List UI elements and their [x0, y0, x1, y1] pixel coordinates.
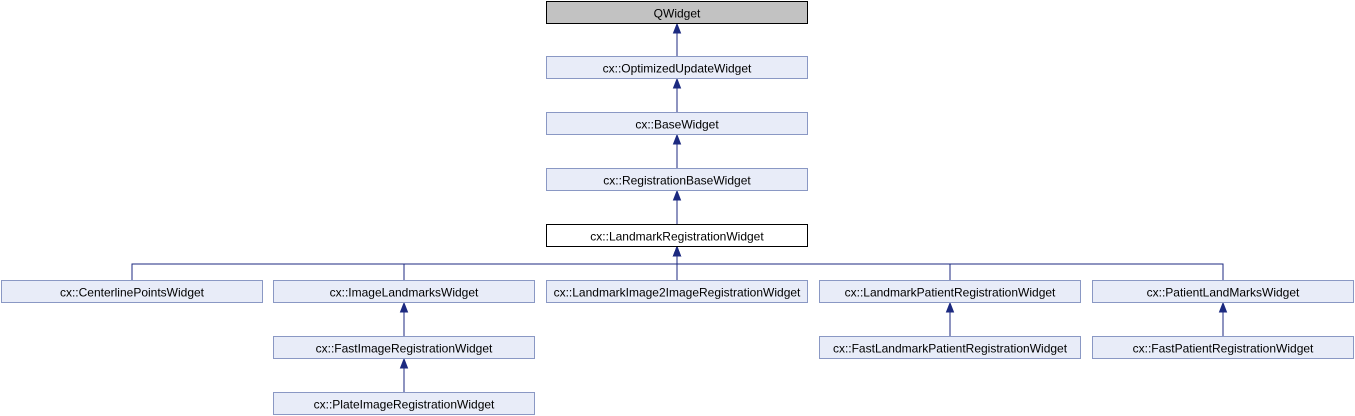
class-box	[546, 280, 808, 303]
arrowhead-icon	[672, 189, 682, 201]
class-box	[546, 168, 808, 191]
class-label: cx::FastLandmarkPatientRegistrationWidge…	[833, 342, 1068, 356]
class-label: cx::LandmarkRegistrationWidget	[590, 230, 764, 244]
class-node-imagelandmarks[interactable]: cx::ImageLandmarksWidget	[273, 280, 535, 303]
class-label: cx::CenterlinePointsWidget	[60, 286, 205, 300]
class-label: QWidget	[654, 7, 701, 21]
class-label: cx::PatientLandMarksWidget	[1147, 286, 1300, 300]
class-label: cx::RegistrationBaseWidget	[603, 174, 751, 188]
edge-line	[676, 256, 951, 280]
edge-regbase-to-base	[672, 133, 682, 168]
class-node-base[interactable]: cx::BaseWidget	[546, 112, 808, 135]
class-box	[819, 280, 1081, 303]
edge-optimized-to-qwidget	[672, 22, 682, 56]
class-node-optimized[interactable]: cx::OptimizedUpdateWidget	[546, 56, 808, 79]
arrowhead-icon	[672, 77, 682, 89]
class-box	[546, 1, 808, 24]
class-label: cx::ImageLandmarksWidget	[330, 286, 479, 300]
class-box	[546, 56, 808, 79]
class-box	[546, 112, 808, 135]
class-label: cx::OptimizedUpdateWidget	[603, 62, 752, 76]
class-label: cx::PlateImageRegistrationWidget	[314, 398, 495, 412]
arrowhead-icon	[1218, 301, 1228, 313]
class-node-img2img[interactable]: cx::LandmarkImage2ImageRegistrationWidge…	[546, 280, 808, 303]
edge-line	[676, 256, 1224, 280]
class-node-patientreg[interactable]: cx::LandmarkPatientRegistrationWidget	[819, 280, 1081, 303]
class-box	[273, 280, 535, 303]
edge-patientlandmarks-to-landmarkreg	[672, 245, 1224, 280]
class-label: cx::FastPatientRegistrationWidget	[1133, 342, 1314, 356]
class-box	[546, 224, 808, 247]
edge-plateimage-to-fastimage	[399, 357, 409, 392]
class-node-qwidget: QWidget	[546, 1, 808, 24]
class-label: cx::FastImageRegistrationWidget	[316, 342, 493, 356]
class-box	[1, 280, 263, 303]
arrowhead-icon	[945, 301, 955, 313]
arrowhead-icon	[399, 301, 409, 313]
edge-line	[403, 256, 678, 280]
class-node-fastpatient[interactable]: cx::FastPatientRegistrationWidget	[1092, 336, 1354, 359]
edges-layer	[131, 22, 1228, 392]
edge-imagelandmarks-to-landmarkreg	[403, 245, 682, 280]
class-node-regbase[interactable]: cx::RegistrationBaseWidget	[546, 168, 808, 191]
arrowhead-icon	[672, 133, 682, 145]
edge-fastimage-to-imagelandmarks	[399, 301, 409, 336]
class-label: cx::BaseWidget	[635, 118, 719, 132]
edge-base-to-optimized	[672, 77, 682, 112]
class-node-fastlandmarkpatient[interactable]: cx::FastLandmarkPatientRegistrationWidge…	[819, 336, 1081, 359]
class-node-landmarkreg: cx::LandmarkRegistrationWidget	[546, 224, 808, 247]
class-box	[273, 392, 535, 415]
class-label: cx::LandmarkPatientRegistrationWidget	[845, 286, 1056, 300]
edge-fastpatient-to-patientlandmarks	[1218, 301, 1228, 336]
edge-landmarkreg-to-regbase	[672, 189, 682, 224]
class-label: cx::LandmarkImage2ImageRegistrationWidge…	[554, 286, 801, 300]
class-box	[273, 336, 535, 359]
arrowhead-icon	[672, 22, 682, 34]
class-box	[819, 336, 1081, 359]
class-node-patientlandmarks[interactable]: cx::PatientLandMarksWidget	[1092, 280, 1354, 303]
class-node-plateimage[interactable]: cx::PlateImageRegistrationWidget	[273, 392, 535, 415]
class-node-fastimage[interactable]: cx::FastImageRegistrationWidget	[273, 336, 535, 359]
class-box	[1092, 280, 1354, 303]
edge-fastlandmarkpatient-to-patientreg	[945, 301, 955, 336]
arrowhead-icon	[399, 357, 409, 369]
arrowhead-icon	[672, 245, 682, 257]
class-node-centerline[interactable]: cx::CenterlinePointsWidget	[1, 280, 263, 303]
class-box	[1092, 336, 1354, 359]
